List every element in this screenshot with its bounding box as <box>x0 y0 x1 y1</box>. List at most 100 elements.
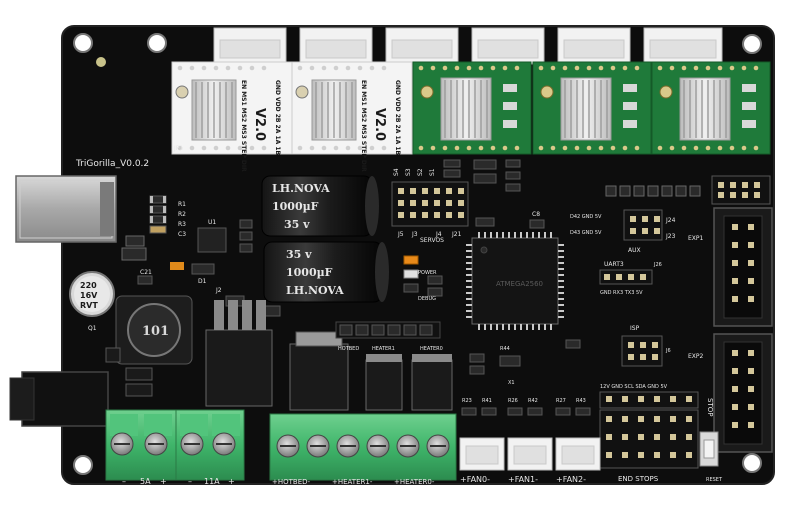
aux-label: AUX <box>628 247 641 254</box>
terminal-11a-plus: + <box>228 477 235 486</box>
ref-s2: S2 <box>417 168 424 176</box>
servos-label: SERVOS <box>420 237 444 244</box>
uart3-header <box>599 269 653 285</box>
ref-r26: R26 <box>508 398 518 404</box>
top-right-header <box>711 175 771 205</box>
ref-r2: R2 <box>178 211 186 218</box>
fan0-connector <box>459 437 505 471</box>
svg-text:35 v: 35 v <box>284 218 310 231</box>
isp-header <box>621 335 663 367</box>
ref-j26: J26 <box>653 262 662 268</box>
board-name-label: TriGorilla_V0.0.2 <box>75 159 149 169</box>
diode-parts <box>105 347 153 397</box>
electrolytic-capacitor: 35 v 1000µF LH.NOVA <box>263 241 389 303</box>
driver-pins-bottom: EN MS1 MS2 MS3 STEP DIR <box>360 80 367 172</box>
aux-pins-1: D42 GND 5V <box>570 214 602 220</box>
terminal-heater1-label: +HEATER1- <box>332 478 373 486</box>
inductor: 101 <box>115 295 193 365</box>
ref-s4: S4 <box>393 168 400 176</box>
exp1-label: EXP1 <box>688 235 704 242</box>
power-led-label: POWER <box>418 270 437 276</box>
ref-s3: S3 <box>405 168 412 176</box>
debug-led-label: DEBUG <box>418 296 436 302</box>
svg-text:1000µF: 1000µF <box>286 266 333 279</box>
driver-version-label: V2.0 <box>252 108 267 141</box>
driver-pins-bottom: EN MS1 MS2 MS3 STEP DIR <box>240 80 247 172</box>
ref-r27: R27 <box>556 398 566 404</box>
fan2-connector <box>555 437 601 471</box>
inductor-marking: 101 <box>142 324 169 339</box>
fan1-connector <box>507 437 553 471</box>
exp1-connector <box>713 207 773 327</box>
terminal-11a <box>175 409 245 481</box>
exp2-connector <box>713 333 773 453</box>
ref-r42: R42 <box>528 398 538 404</box>
mcu-label: ATMEGA2560 <box>496 280 543 288</box>
ref-u1: U1 <box>208 219 216 226</box>
ref-r43: R43 <box>576 398 586 404</box>
ref-c3: C3 <box>178 231 186 238</box>
svg-text:RVT: RVT <box>80 301 98 310</box>
ref-x1: X1 <box>508 380 515 386</box>
usb-port <box>15 175 117 243</box>
stepper-driver-white: V2.0 GND VDD 2B 2A 1A 1B EN MS1 MS2 MS3 … <box>171 61 293 172</box>
reset-label: RESET <box>706 477 723 483</box>
ref-c8: C8 <box>532 211 540 218</box>
heater0-label: HEATER0 <box>420 346 443 352</box>
fan1-label: +FAN1- <box>508 475 538 484</box>
mounting-holes <box>73 33 762 475</box>
svg-text:LH.NOVA: LH.NOVA <box>272 182 330 195</box>
fan2-label: +FAN2- <box>556 475 586 484</box>
motor-connectors <box>213 27 723 65</box>
isp-label: ISP <box>630 325 640 332</box>
uart-pins: GND RX3 TX3 5V <box>600 290 643 296</box>
terminal-heater0-label: +HEATER0- <box>394 478 435 486</box>
svg-text:220: 220 <box>80 281 97 290</box>
ref-r41: R41 <box>482 398 492 404</box>
terminal-11a-label: 11A <box>204 477 220 486</box>
electrolytic-capacitor: LH.NOVA 1000µF 35 v <box>261 175 379 237</box>
ref-s1: S1 <box>429 168 436 176</box>
driver-pins-top: GND VDD 2B 2A 1A 1B <box>394 80 401 156</box>
terminal-11a-minus: – <box>188 477 192 486</box>
stepper-driver-green <box>532 61 652 155</box>
uart3-label: UART3 <box>604 261 624 268</box>
heater1-label: HEATER1 <box>372 346 395 352</box>
ref-r1: R1 <box>178 201 186 208</box>
hotbed-label: HOTBED <box>338 346 359 352</box>
stepper-driver-green <box>412 61 532 155</box>
ref-j21: J21 <box>451 231 462 238</box>
ref-j2: J2 <box>215 287 222 294</box>
ref-j6: J6 <box>665 348 671 354</box>
svg-text:LH.NOVA: LH.NOVA <box>286 284 344 297</box>
aux-pins-2: D43 GND 5V <box>570 230 602 236</box>
ref-jp1: JP1 <box>173 145 183 152</box>
ref-j23: J23 <box>665 233 676 240</box>
small-capacitor: 220 16V RVT <box>69 271 115 317</box>
driver-pins-top: GND VDD 2B 2A 1A 1B <box>274 80 281 156</box>
mcu-chip: ATMEGA2560 <box>466 232 564 330</box>
svg-text:1000µF: 1000µF <box>272 200 319 213</box>
terminal-5a-minus: – <box>122 477 126 486</box>
fan0-label: +FAN0- <box>460 475 490 484</box>
ref-d1: D1 <box>198 278 207 285</box>
endstop-headers <box>599 391 699 469</box>
reset-button[interactable] <box>699 431 719 467</box>
ref-q1: Q1 <box>88 325 97 332</box>
ref-r44: R44 <box>500 346 510 352</box>
ref-j24: J24 <box>665 217 676 224</box>
i2c-pins: 12V GND SCL SDA GND 5V <box>600 384 668 390</box>
driver-version-label: V2.0 <box>372 108 387 141</box>
end-stops-label: END STOPS <box>618 475 659 483</box>
smd-components <box>443 159 701 229</box>
heater-jumpers <box>335 321 441 339</box>
stop-label: STOP <box>706 398 714 416</box>
svg-text:16V: 16V <box>80 291 98 300</box>
aux-header <box>623 209 663 241</box>
ref-r23: R23 <box>462 398 472 404</box>
ref-r3: R3 <box>178 221 186 228</box>
terminal-hotbed-label: +HOTBED- <box>272 478 311 486</box>
mosfets <box>205 300 453 411</box>
terminal-5a <box>105 409 177 481</box>
stepper-driver-green <box>651 61 771 155</box>
